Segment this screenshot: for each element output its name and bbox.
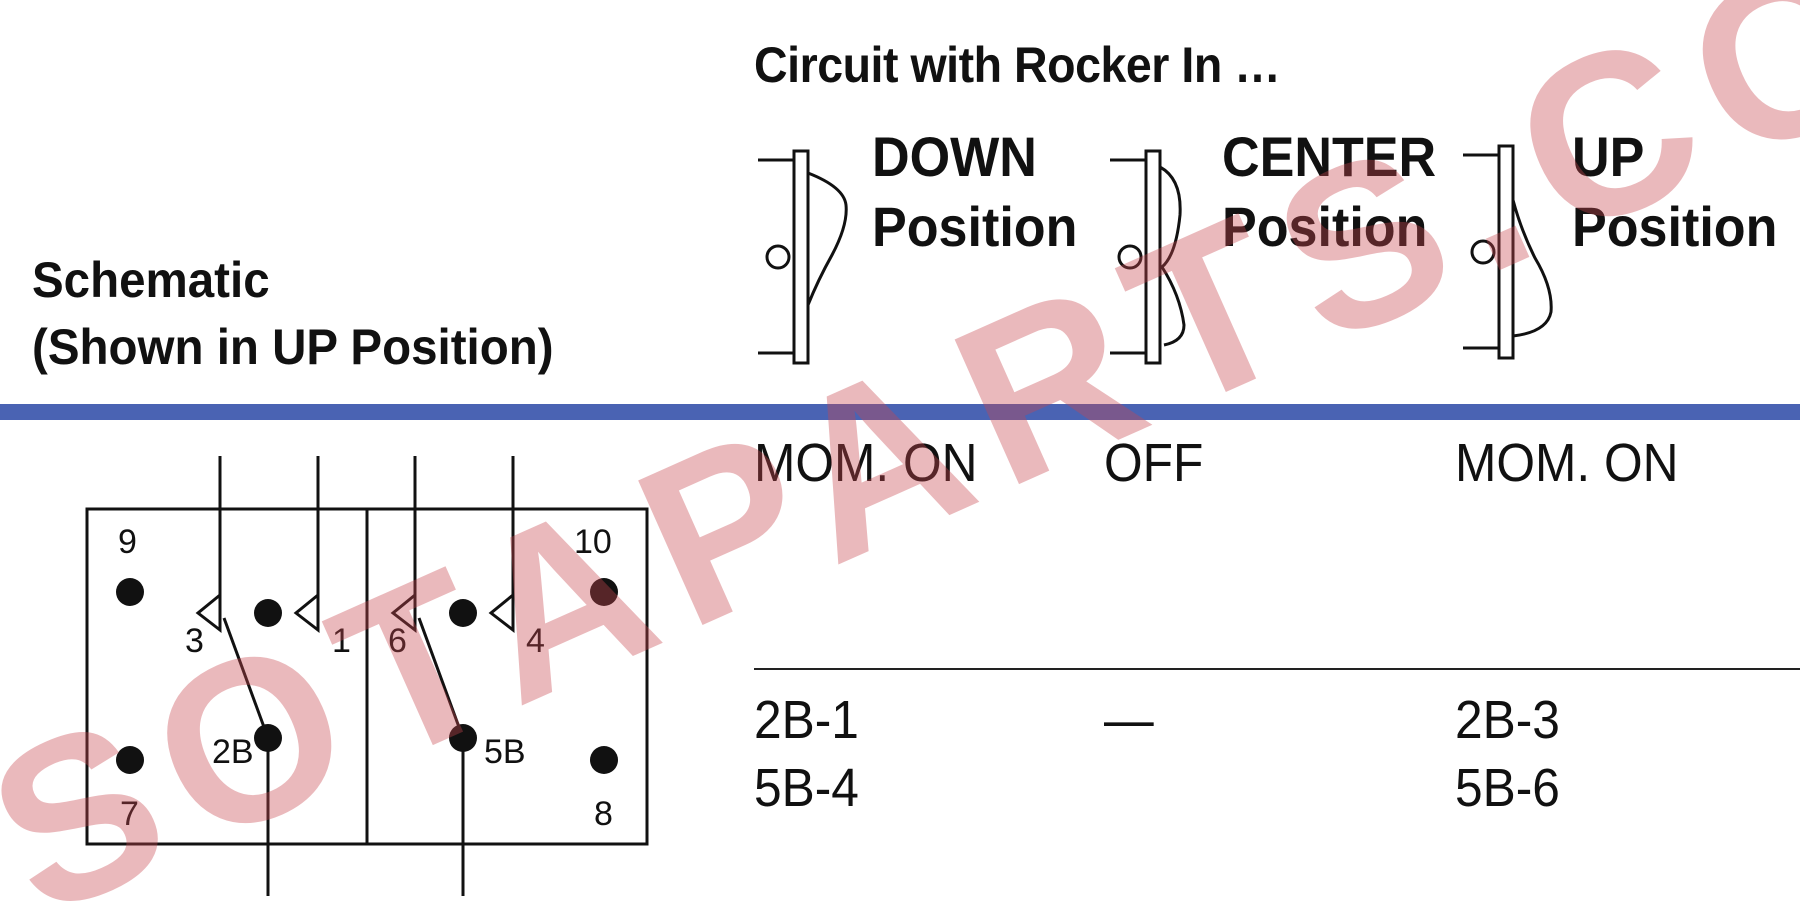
terminal-1-label: 1 [332, 622, 351, 660]
contact-6-arrow [390, 591, 417, 634]
terminal-7-dot [116, 746, 144, 774]
contact-1-arrow [293, 591, 320, 634]
position-label-up: UP Position [1572, 122, 1777, 262]
connections-down: 2B-1 5B-4 [754, 686, 859, 822]
schematic-title-line2: (Shown in UP Position) [32, 319, 554, 375]
terminal-4-label: 4 [526, 622, 545, 660]
terminal-3-label: 3 [185, 622, 204, 660]
blade-5b [417, 617, 465, 739]
circuit-header-title: Circuit with Rocker In … [754, 37, 1281, 93]
state-up: MOM. ON [1455, 433, 1679, 493]
position-down-name: DOWN [872, 125, 1037, 188]
terminal-9-label: 9 [118, 523, 137, 561]
connections-center: — [1104, 686, 1154, 754]
position-center-word: Position [1222, 195, 1428, 258]
position-label-down: DOWN Position [872, 122, 1077, 262]
terminal-2b-dot [254, 724, 282, 752]
terminal-10-label: 10 [574, 523, 612, 561]
schematic-diagram: 9 10 7 8 3 1 6 4 2B 5B [85, 456, 649, 896]
header-band-divider [0, 404, 1800, 420]
connection-down-1: 2B-1 [754, 690, 859, 750]
terminal-5b-label: 5B [484, 733, 526, 771]
connection-up-2: 5B-6 [1455, 758, 1560, 818]
contact-3-arrow [195, 591, 222, 634]
position-label-center: CENTER Position [1222, 122, 1436, 262]
terminal-5b-dot [449, 724, 477, 752]
connection-down-2: 5B-4 [754, 758, 859, 818]
terminal-10-dot [590, 578, 618, 606]
position-down-word: Position [872, 195, 1078, 258]
terminal-8-label: 8 [594, 795, 613, 833]
state-down: MOM. ON [754, 433, 978, 493]
blade-2b [222, 617, 270, 739]
schematic-title-line1: Schematic [32, 252, 270, 308]
terminal-2b-label: 2B [212, 733, 254, 771]
terminal-6-label: 6 [388, 622, 407, 660]
terminal-9-dot [116, 578, 144, 606]
rocker-up-icon [1463, 144, 1553, 360]
connection-up-1: 2B-3 [1455, 690, 1560, 750]
state-center: OFF [1104, 433, 1204, 493]
position-up-name: UP [1572, 125, 1645, 188]
contact-4-arrow [488, 591, 515, 634]
terminal-8-dot [590, 746, 618, 774]
position-up-word: Position [1572, 195, 1778, 258]
terminal-7-label: 7 [120, 795, 139, 833]
schematic-title: Schematic (Shown in UP Position) [32, 247, 554, 381]
connections-divider [754, 668, 1800, 670]
contact-mid-right-dot [449, 599, 477, 627]
rocker-center-icon [1110, 149, 1186, 365]
position-center-name: CENTER [1222, 125, 1437, 188]
connection-center-dash: — [1104, 690, 1154, 750]
rocker-down-icon [758, 149, 848, 365]
contact-mid-left-dot [254, 599, 282, 627]
connections-up: 2B-3 5B-6 [1455, 686, 1560, 822]
